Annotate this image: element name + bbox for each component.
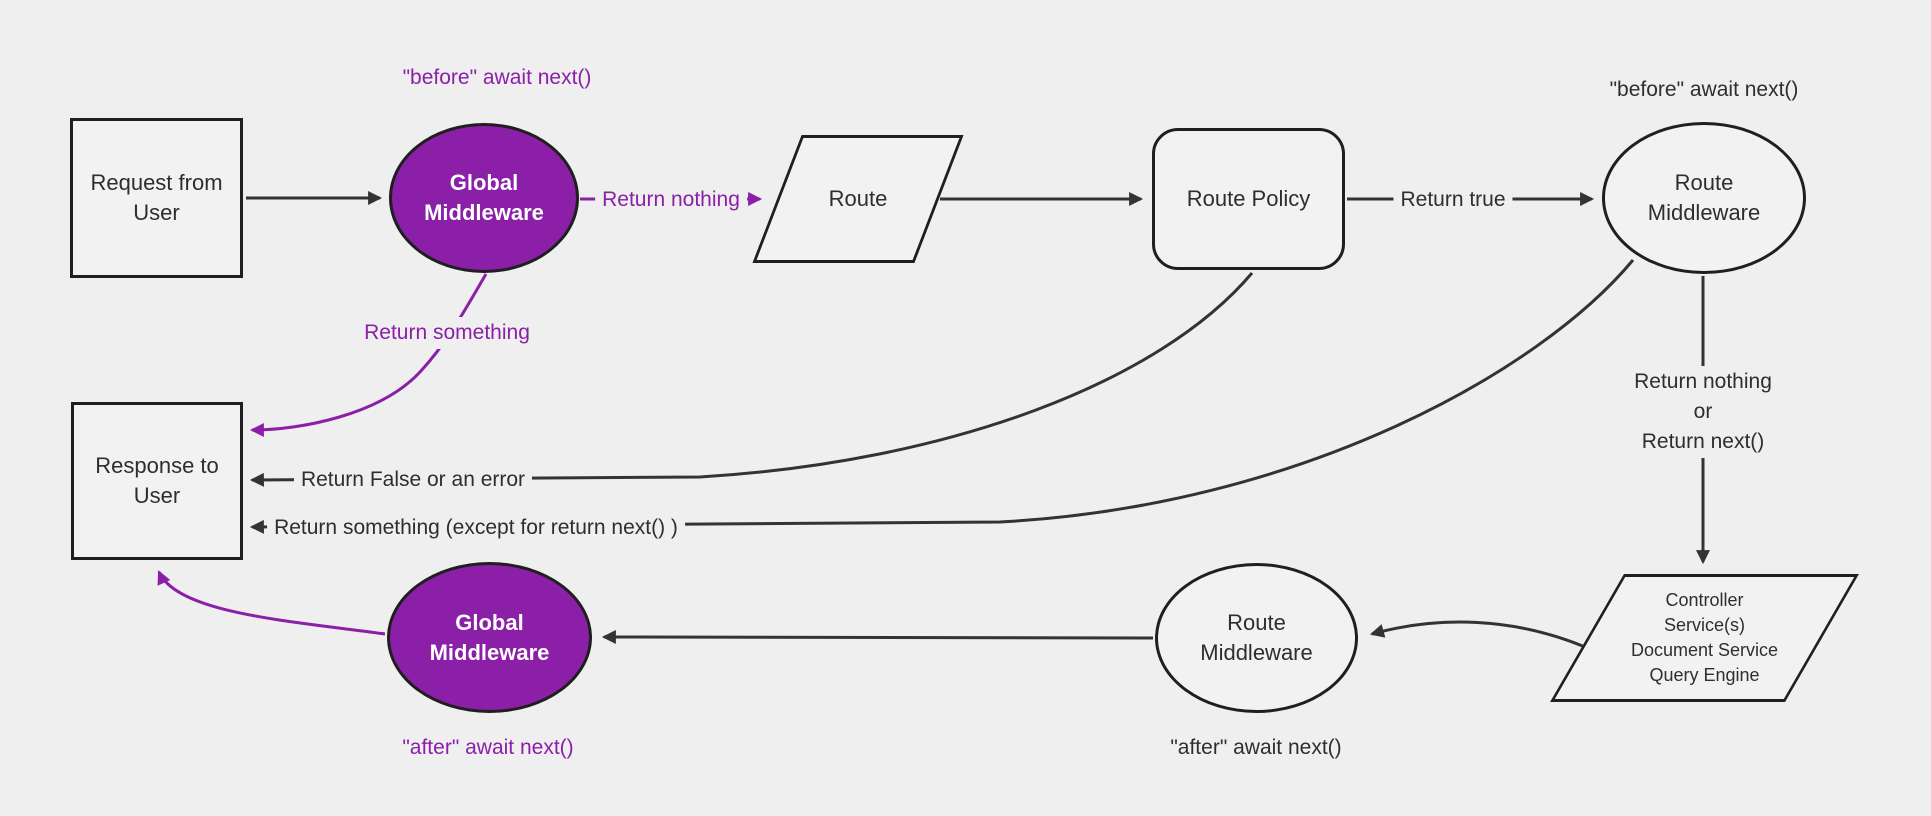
label-return-something-except: Return something (except for return next…: [267, 512, 685, 544]
node-label-line: Global: [455, 609, 524, 635]
label-after-await-next-route-mw: "after" await next(): [1170, 736, 1342, 759]
node-label-line: Request from: [90, 170, 223, 195]
node-route: Route: [752, 135, 964, 263]
node-label-line: Document Service: [1630, 640, 1779, 660]
node-label-line: Route: [828, 186, 888, 211]
node-global-middleware-top: Global Middleware: [389, 123, 579, 273]
node-label-line: User: [133, 200, 180, 225]
edge-controller-to-route-middleware-bottom: [1369, 620, 1593, 652]
edge-route-policy-return-false-to-response: [249, 272, 1254, 487]
node-route-middleware-top: Route Middleware: [1602, 122, 1806, 274]
label-return-nothing: Return nothing: [595, 184, 747, 216]
node-label-line: Route Policy: [1186, 186, 1311, 211]
node-route-policy: Route Policy: [1152, 128, 1345, 270]
node-label-line: User: [133, 483, 181, 508]
node-label-line: Middleware: [429, 639, 550, 665]
edge-route-middleware-bottom-to-global-middleware-bottom: [601, 630, 1154, 645]
label-line: Return nothing: [1634, 370, 1772, 393]
node-label-line: Response to: [95, 453, 219, 478]
label-return-something: Return something: [357, 317, 537, 349]
edge-global-middleware-return-something-to-response: [249, 273, 488, 437]
node-label-line: Service(s): [1663, 615, 1745, 635]
node-request-from-user: Request from User: [70, 118, 243, 278]
node-response-to-user: Response to User: [71, 402, 243, 560]
label-return-true: Return true: [1393, 184, 1513, 216]
label-before-await-next-global: "before" await next(): [402, 66, 592, 89]
node-label-line: Middleware: [1200, 640, 1313, 665]
label-line: or: [1693, 400, 1713, 423]
node-route-middleware-bottom: Route Middleware: [1155, 563, 1358, 713]
node-label-line: Middleware: [424, 200, 544, 225]
node-label-line: Global: [449, 170, 519, 195]
label-after-await-next-global: "after" await next(): [402, 736, 574, 759]
edge-route-middleware-return-something-to-response: [249, 259, 1635, 534]
node-controller-services: Controller Service(s) Document Service Q…: [1550, 574, 1859, 702]
label-return-false-or-error: Return False or an error: [293, 464, 533, 496]
label-return-nothing-or-next: Return nothing or Return next(): [1627, 366, 1779, 458]
node-label-line: Route: [1674, 170, 1734, 195]
node-label-line: Controller: [1665, 590, 1744, 610]
node-label-line: Middleware: [1647, 200, 1761, 225]
edge-global-middleware-bottom-to-response: [157, 570, 386, 636]
label-line: Return next(): [1641, 430, 1765, 453]
node-label-line: Query Engine: [1649, 665, 1760, 685]
label-before-await-next-route-mw: "before" await next(): [1609, 78, 1799, 101]
node-global-middleware-bottom: Global Middleware: [387, 562, 592, 713]
node-label-line: Route: [1227, 610, 1286, 635]
